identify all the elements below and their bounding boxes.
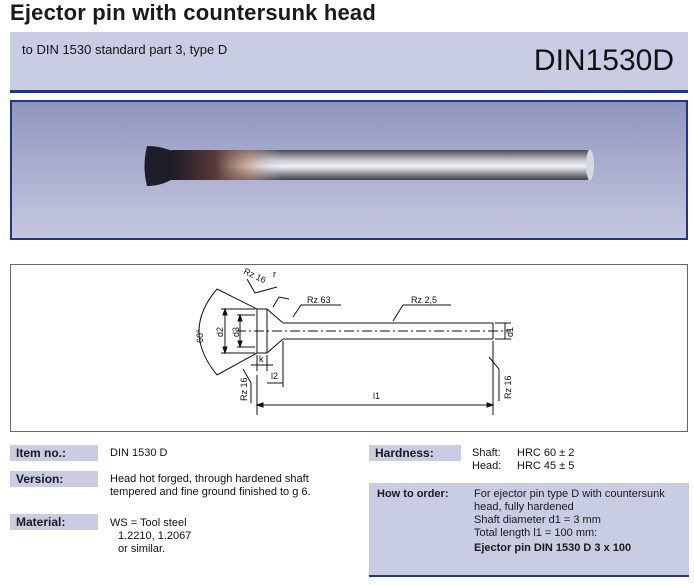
how-to-order-box: How to order: For ejector pin type D wit…	[369, 483, 689, 577]
hardness-head-value: HRC 45 ± 5	[517, 460, 575, 472]
order-details: For ejector pin type D with countersunk …	[474, 488, 665, 555]
hardness-head-label: Head:	[472, 460, 502, 472]
pin-tip	[586, 150, 594, 180]
order-example: Ejector pin DIN 1530 D 3 x 100	[474, 542, 632, 554]
material-line-1: WS = Tool steel	[110, 517, 187, 529]
hardness-shaft-label: Shaft:	[472, 447, 501, 459]
dim-angle: 60°	[195, 329, 205, 343]
material-label: Material:	[10, 514, 98, 530]
item-label: Item no.:	[10, 445, 98, 461]
dim-k: k	[259, 354, 264, 364]
dim-rz25: Rz 2,5	[411, 295, 437, 305]
product-photo	[10, 100, 688, 240]
version-line-2: tempered and fine ground finished to g 6…	[110, 486, 311, 498]
dim-d3: d3	[231, 327, 241, 337]
dim-rz16-left: Rz 16	[239, 377, 249, 401]
version-label: Version:	[10, 471, 98, 487]
pin-head	[144, 146, 174, 186]
dim-rz63: Rz 63	[307, 295, 331, 305]
hardness-shaft-value: HRC 60 ± 2	[517, 447, 575, 459]
version-value: Head hot forged, through hardened shaft …	[110, 473, 311, 499]
material-line-2: 1.2210, 1.2067	[118, 530, 192, 542]
order-line-1: For ejector pin type D with countersunk	[474, 488, 665, 500]
item-value: DIN 1530 D	[110, 447, 168, 459]
dim-l2: l2	[271, 371, 278, 381]
standard-subtitle: to DIN 1530 standard part 3, type D	[22, 42, 228, 57]
dim-l1: l1	[373, 391, 380, 401]
material-line-3: or similar.	[118, 543, 166, 555]
drawing-canvas: 60° Rz 16 r Rz 63 Rz 2,5 d2 d3 d1 k l2 l…	[195, 266, 515, 415]
pin-heat-zone	[172, 150, 282, 180]
order-line-4: Total length l1 = 100 mm:	[474, 527, 598, 539]
dim-rz16-right: Rz 16	[503, 375, 513, 399]
product-code: DIN1530D	[533, 44, 674, 77]
hardness-label: Hardness:	[369, 445, 461, 461]
dim-r: r	[273, 269, 276, 279]
technical-drawing: 60° Rz 16 r Rz 63 Rz 2,5 d2 d3 d1 k l2 l…	[10, 264, 688, 432]
ejector-pin-illustration	[144, 146, 594, 186]
version-line-1: Head hot forged, through hardened shaft	[110, 473, 309, 485]
order-line-3: Shaft diameter d1 = 3 mm	[474, 514, 601, 526]
material-value: WS = Tool steel 1.2210, 1.2067 or simila…	[110, 517, 191, 556]
dim-d2: d2	[215, 327, 225, 337]
order-label: How to order:	[377, 488, 449, 500]
page-title: Ejector pin with countersunk head	[10, 0, 376, 25]
order-line-2: head, fully hardened	[474, 501, 574, 513]
subtitle-band: to DIN 1530 standard part 3, type D DIN1…	[10, 32, 688, 93]
dim-rz16-top: Rz 16	[242, 266, 268, 285]
dim-d1: d1	[505, 327, 515, 337]
